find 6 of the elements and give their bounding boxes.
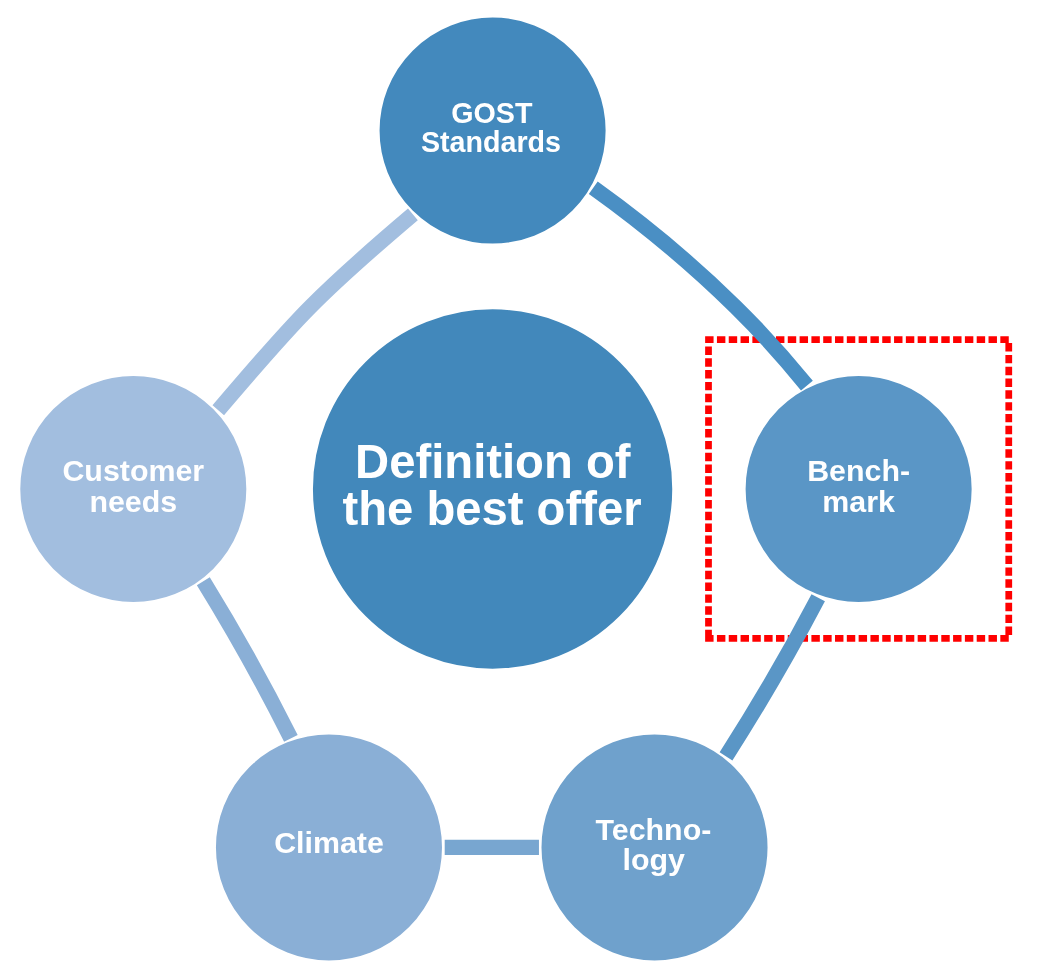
connector: [212, 208, 418, 416]
connector: [444, 839, 539, 856]
cluster: [705, 336, 1013, 642]
connector: [719, 594, 825, 761]
connector: [588, 181, 813, 391]
connector: [196, 577, 298, 742]
